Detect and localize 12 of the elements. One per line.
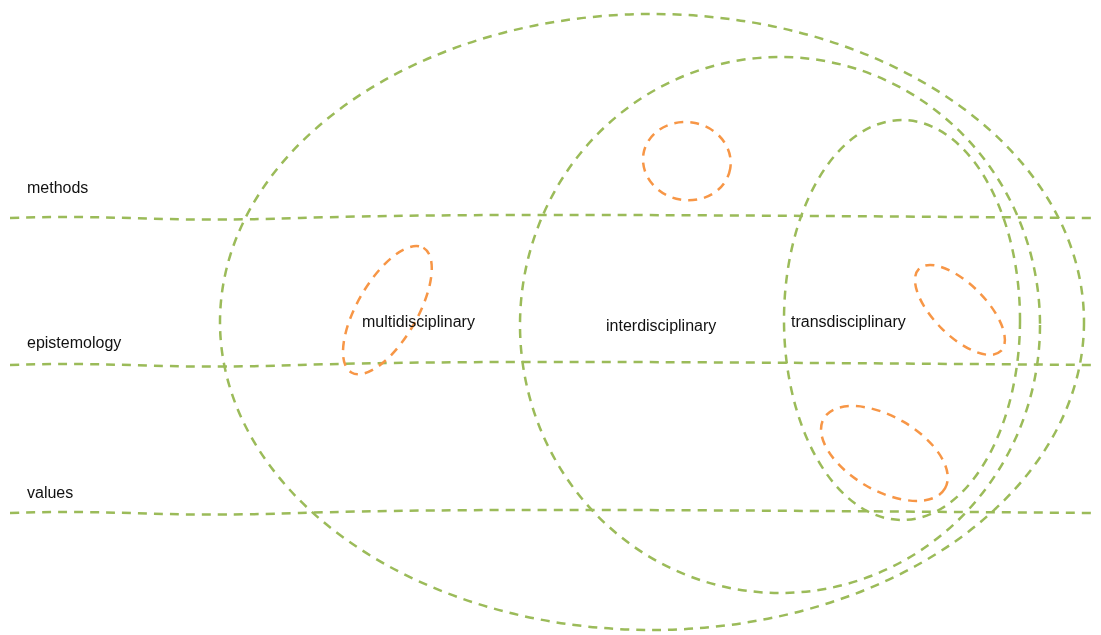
layer-label: epistemology: [27, 334, 122, 352]
set-ellipse: [218, 12, 1086, 632]
ellipse: [641, 119, 733, 203]
set-ellipse: [518, 55, 1042, 595]
set-ellipse: [782, 118, 1022, 522]
ellipse: [913, 263, 1007, 357]
ellipse: [818, 403, 950, 503]
layer-label: methods: [27, 179, 89, 197]
layer-label: values: [27, 484, 74, 502]
set-label: multidisciplinary: [362, 313, 475, 331]
set-label: interdisciplinary: [606, 317, 717, 335]
set-label: transdisciplinary: [791, 313, 906, 331]
